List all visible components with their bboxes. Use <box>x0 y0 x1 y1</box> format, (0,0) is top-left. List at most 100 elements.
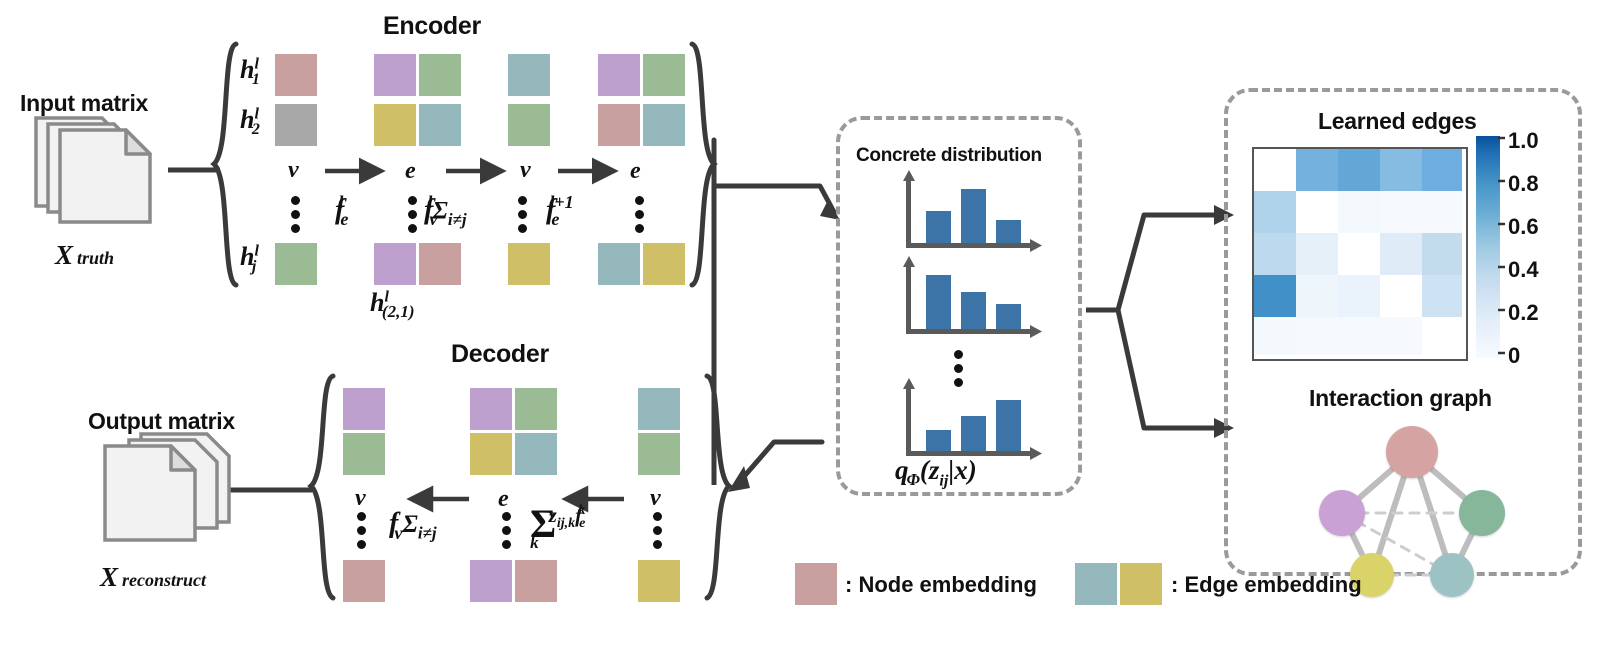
legend-edge-label: : Edge embedding <box>1171 572 1362 597</box>
encoder-cell-e2-top-2a <box>598 104 640 146</box>
decoder-z-term: zij,kfek <box>548 502 586 531</box>
decoder-sum-symbol: Σ <box>530 501 557 546</box>
decoder-stage-v-in: v <box>650 485 661 511</box>
encoder-cell-e-top-1b <box>419 54 461 96</box>
encoder-dots-4 <box>635 196 644 233</box>
hist-2-y-axis <box>906 266 911 334</box>
encoder-dots-3 <box>518 196 527 233</box>
encoder-cell-e-top-1a <box>374 54 416 96</box>
heatmap-cell-r2c4 <box>1422 233 1462 275</box>
output-caption-sub: reconstruct <box>122 570 207 590</box>
results-panel <box>1224 88 1582 576</box>
encoder-to-concrete-arrow <box>711 137 840 220</box>
graph-node-bottom-left <box>1350 553 1394 597</box>
colorbar-tick-0-4: 0.4 <box>1508 257 1539 282</box>
output-matrix-title: Output matrix <box>88 408 235 434</box>
encoder-left-brace <box>210 41 239 288</box>
hist-1-x-arrowhead <box>1030 239 1042 252</box>
encoder-arrow-2 <box>446 157 507 185</box>
hist-3-y-axis <box>906 388 911 456</box>
encoder-stage-v1: v <box>288 157 299 183</box>
heatmap-cell-r4c4 <box>1422 317 1462 355</box>
decoder-sum-subscript: k <box>530 532 539 552</box>
colorbar-tick-0-8: 0.8 <box>1508 171 1539 196</box>
encoder-cell-e-top-2a <box>374 104 416 146</box>
decoder-cell-e-3b <box>515 560 557 602</box>
colorbar-tick-0-2: 0.2 <box>1508 300 1539 325</box>
hist-1-bar-2 <box>961 189 986 243</box>
learned-edges-title: Learned edges <box>1318 108 1477 134</box>
encoder-dots-2 <box>408 196 417 233</box>
hist-2-x-axis <box>906 329 1032 334</box>
decoder-dots-1 <box>357 512 366 549</box>
concrete-hist-3 <box>903 378 1046 460</box>
hist-3-bar-3 <box>996 400 1021 451</box>
heatmap-colorbar <box>1476 136 1500 358</box>
encoder-cell-v2-bot-1 <box>508 243 550 285</box>
heatmap-cell-r3c1 <box>1296 275 1338 317</box>
colorbar-tick-marks <box>1498 136 1505 355</box>
concrete-hist-1 <box>903 170 1046 252</box>
encoder-stage-e2: e <box>630 158 641 184</box>
heatmap-cell-r1c1 <box>1296 191 1338 233</box>
decoder-dots-2 <box>502 512 511 549</box>
legend-node-label: : Node embedding <box>845 572 1037 597</box>
input-caption-sub: truth <box>77 248 115 268</box>
legend-node-swatch <box>795 563 837 605</box>
heatmap-cell-r0c3 <box>1380 149 1422 191</box>
heatmap-cell-r0c0 <box>1254 149 1296 191</box>
concrete-vertical-dots <box>954 350 963 387</box>
hist-3-bar-1 <box>926 430 951 451</box>
hist-2-x-arrowhead <box>1030 325 1042 338</box>
heatmap-cell-r4c2 <box>1338 317 1380 355</box>
decoder-op-sum-z: Σk zij,kfek <box>530 500 601 552</box>
hist-1-y-arrowhead <box>903 170 915 181</box>
graph-node-top <box>1386 426 1438 478</box>
encoder-row-label-h1: hl1 <box>240 55 260 89</box>
output-caption-x: X <box>100 562 119 592</box>
heatmap-cell-r4c1 <box>1296 317 1338 355</box>
hist-2-bar-1 <box>926 275 951 329</box>
decoder-stage-e: e <box>498 486 509 512</box>
hist-1-bar-3 <box>996 220 1021 243</box>
encoder-row-label-h2: hl2 <box>240 105 260 139</box>
encoder-op-fv-sum: fvlΣi≠j <box>424 192 467 229</box>
encoder-cell-e2-top-1b <box>643 54 685 96</box>
encoder-title: Encoder <box>383 12 481 40</box>
concrete-caption-formula: qΦ(zij|x) <box>895 455 977 490</box>
encoder-cell-e-bot-1b <box>419 243 461 285</box>
output-document-stack <box>95 428 245 558</box>
hist-3-x-arrowhead <box>1030 447 1042 460</box>
decoder-cell-v-in-2 <box>638 433 680 475</box>
encoder-stage-e1: e <box>405 158 416 184</box>
decoder-cell-v-in-1 <box>638 388 680 430</box>
encoder-arrow-1 <box>325 157 386 185</box>
encoder-cell-v2-top-2 <box>508 104 550 146</box>
concrete-distribution-title: Concrete distribution <box>856 145 1042 166</box>
heatmap-cell-r2c0 <box>1254 233 1296 275</box>
interaction-graph-title: Interaction graph <box>1309 385 1492 411</box>
heatmap-cell-r4c3 <box>1380 317 1422 355</box>
encoder-op-fe-l: fel <box>335 192 349 229</box>
colorbar-tick-0-6: 0.6 <box>1508 214 1539 239</box>
heatmap-cell-r2c3 <box>1380 233 1422 275</box>
graph-node-left <box>1319 490 1365 536</box>
hist-2-y-arrowhead <box>903 256 915 267</box>
graph-node-right <box>1459 490 1505 536</box>
heatmap-cell-r2c2 <box>1338 233 1380 275</box>
heatmap-cell-r3c2 <box>1338 275 1380 317</box>
heatmap-cell-r3c3 <box>1380 275 1422 317</box>
encoder-cell-v2-top-1 <box>508 54 550 96</box>
decoder-cell-v-out-3 <box>343 560 385 602</box>
heatmap-cell-r3c0 <box>1254 275 1296 317</box>
concrete-to-decoder-arrow <box>728 439 825 492</box>
hist-1-y-axis <box>906 180 911 248</box>
encoder-cell-e2-bot-1b <box>643 243 685 285</box>
hist-2-bar-2 <box>961 292 986 329</box>
encoder-decoder-spine <box>711 180 717 485</box>
colorbar-tick-1-0: 1.0 <box>1508 128 1539 153</box>
decoder-cell-e-1b <box>515 388 557 430</box>
encoder-cell-e2-top-1a <box>598 54 640 96</box>
